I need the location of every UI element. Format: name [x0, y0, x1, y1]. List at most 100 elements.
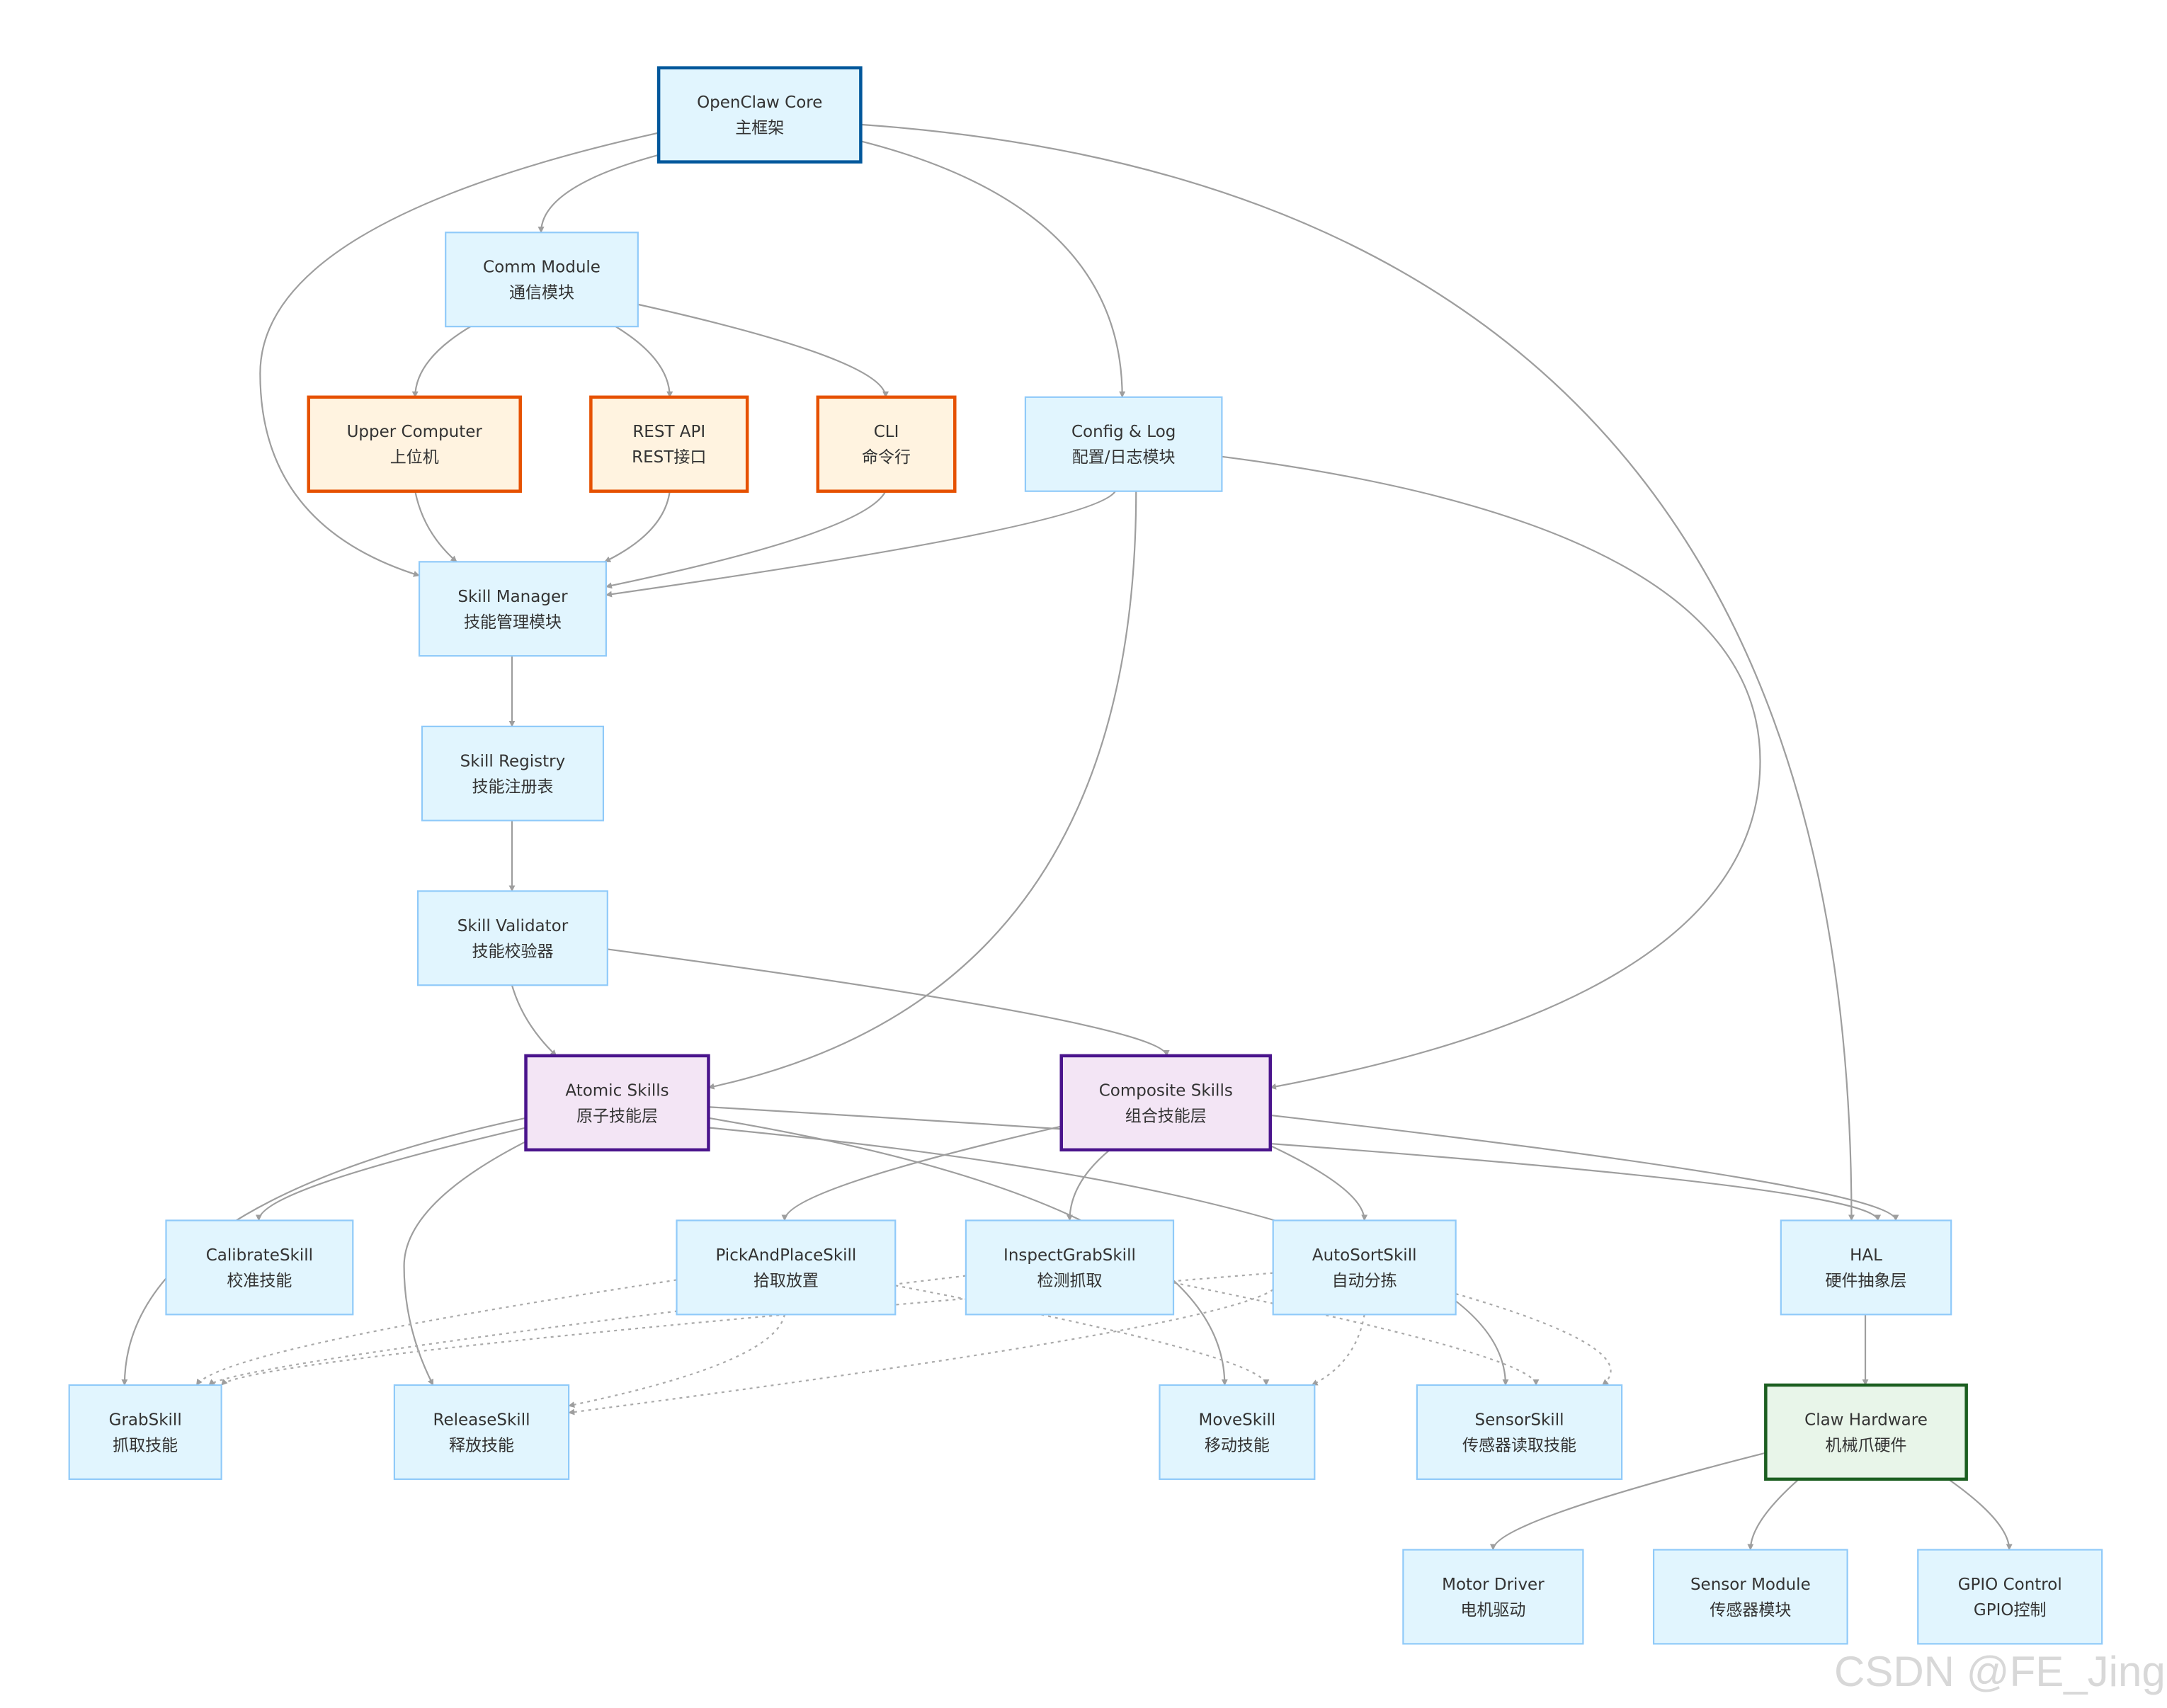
- node-validator-title: Skill Validator: [457, 917, 569, 935]
- node-sensorskill-subtitle: 传感器读取技能: [1462, 1436, 1576, 1454]
- node-config-title: Config & Log: [1071, 423, 1176, 441]
- node-pickplace-box: [676, 1219, 897, 1316]
- node-motor-box: [1402, 1549, 1584, 1645]
- edge-validator-to-composite: [607, 948, 1170, 1057]
- edge-core-to-config: [860, 140, 1126, 398]
- edge-composite-to-inspect: [1066, 1149, 1110, 1222]
- node-composite-box: [1059, 1054, 1273, 1152]
- node-move-title: MoveSkill: [1199, 1411, 1276, 1429]
- node-gpio-title: GPIO Control: [1958, 1576, 2062, 1594]
- node-autosort-box: [1272, 1219, 1457, 1316]
- node-autosort: AutoSortSkill 自动分拣: [1272, 1219, 1457, 1316]
- edge-atomic-to-calibrate: [255, 1127, 526, 1222]
- node-claw-box: [1764, 1383, 1968, 1481]
- edge-validator-to-atomic: [511, 984, 557, 1057]
- node-release-box: [393, 1384, 570, 1480]
- edge-claw-to-gpio: [1947, 1478, 2013, 1551]
- edge-pickplace-to-move: [895, 1285, 1270, 1386]
- edge-core-to-manager: [259, 132, 659, 577]
- node-core-box: [656, 66, 863, 164]
- node-manager-title: Skill Manager: [457, 588, 568, 606]
- edge-core-to-hal: [860, 123, 1855, 1222]
- node-upper-title: Upper Computer: [347, 423, 483, 441]
- node-inspect-title: InspectGrabSkill: [1003, 1246, 1136, 1265]
- node-sensormod: Sensor Module 传感器模块: [1652, 1549, 1848, 1645]
- node-inspect-box: [965, 1219, 1175, 1316]
- node-atomic-subtitle: 原子技能层: [576, 1107, 658, 1125]
- node-hal: HAL 硬件抽象层: [1780, 1219, 1952, 1316]
- node-motor-subtitle: 电机驱动: [1460, 1601, 1525, 1619]
- edge-config-to-manager: [605, 491, 1116, 598]
- node-sensorskill: SensorSkill 传感器读取技能: [1416, 1384, 1623, 1480]
- node-manager: Skill Manager 技能管理模块: [418, 561, 607, 657]
- node-claw-title: Claw Hardware: [1804, 1411, 1928, 1429]
- node-manager-subtitle: 技能管理模块: [464, 613, 562, 632]
- edge-pickplace-to-grab: [195, 1279, 677, 1386]
- node-calibrate-title: CalibrateSkill: [206, 1246, 313, 1265]
- node-atomic: Atomic Skills 原子技能层: [524, 1054, 710, 1152]
- edges-layer: [121, 123, 2013, 1551]
- node-config-subtitle: 配置/日志模块: [1072, 448, 1176, 467]
- node-comm: Comm Module 通信模块: [445, 232, 639, 328]
- node-comm-subtitle: 通信模块: [509, 284, 574, 302]
- node-motor: Motor Driver 电机驱动: [1402, 1549, 1584, 1645]
- node-hal-box: [1780, 1219, 1952, 1316]
- node-core-title: OpenClaw Core: [697, 93, 822, 112]
- watermark: CSDN @FE_Jinger: [1834, 1648, 2167, 1695]
- node-validator-subtitle: 技能校验器: [472, 943, 553, 961]
- edge-cli-to-manager: [605, 491, 887, 589]
- node-sensorskill-title: SensorSkill: [1475, 1411, 1564, 1429]
- edge-config-to-composite: [1222, 455, 1761, 1090]
- node-grab-title: GrabSkill: [109, 1411, 182, 1429]
- node-validator-box: [417, 890, 608, 986]
- node-move: MoveSkill 移动技能: [1159, 1384, 1316, 1480]
- edge-autosort-to-move: [1311, 1314, 1365, 1386]
- edge-comm-to-cli: [637, 303, 889, 398]
- edge-core-to-comm: [538, 154, 659, 234]
- node-move-subtitle: 移动技能: [1205, 1436, 1270, 1454]
- edge-pickplace-to-release: [568, 1314, 786, 1408]
- node-rest-title: REST API: [632, 423, 705, 441]
- node-pickplace-title: PickAndPlaceSkill: [715, 1246, 856, 1265]
- node-atomic-title: Atomic Skills: [565, 1081, 669, 1100]
- node-sensormod-subtitle: 传感器模块: [1710, 1601, 1791, 1619]
- edge-comm-to-upper: [411, 326, 471, 398]
- node-atomic-box: [524, 1054, 710, 1152]
- edge-autosort-to-release: [568, 1289, 1274, 1416]
- node-cli-box: [816, 395, 957, 493]
- node-claw-subtitle: 机械爪硬件: [1826, 1436, 1907, 1454]
- node-release-subtitle: 释放技能: [449, 1436, 514, 1454]
- node-config-box: [1024, 396, 1223, 492]
- node-autosort-title: AutoSortSkill: [1312, 1246, 1417, 1265]
- node-gpio-box: [1917, 1549, 2103, 1645]
- node-hal-title: HAL: [1850, 1246, 1882, 1265]
- node-hal-subtitle: 硬件抽象层: [1826, 1272, 1907, 1290]
- node-autosort-subtitle: 自动分拣: [1332, 1272, 1397, 1290]
- node-comm-box: [445, 232, 639, 328]
- node-motor-title: Motor Driver: [1442, 1576, 1545, 1594]
- edge-composite-to-hal: [1270, 1114, 1899, 1222]
- node-sensormod-title: Sensor Module: [1690, 1576, 1811, 1594]
- edge-autosort-to-sensorskill: [1455, 1292, 1612, 1386]
- node-comm-title: Comm Module: [483, 258, 601, 277]
- edge-composite-to-autosort: [1270, 1144, 1368, 1222]
- edge-rest-to-manager: [604, 491, 671, 563]
- node-grab-box: [68, 1384, 222, 1480]
- edge-upper-to-manager: [414, 491, 457, 563]
- node-upper-box: [307, 395, 522, 493]
- node-cli-subtitle: 命令行: [862, 448, 911, 467]
- node-grab-subtitle: 抓取技能: [113, 1436, 178, 1454]
- node-rest-box: [589, 395, 749, 493]
- node-config: Config & Log 配置/日志模块: [1024, 396, 1223, 492]
- edge-config-to-atomic: [707, 491, 1137, 1090]
- node-upper-subtitle: 上位机: [390, 448, 439, 467]
